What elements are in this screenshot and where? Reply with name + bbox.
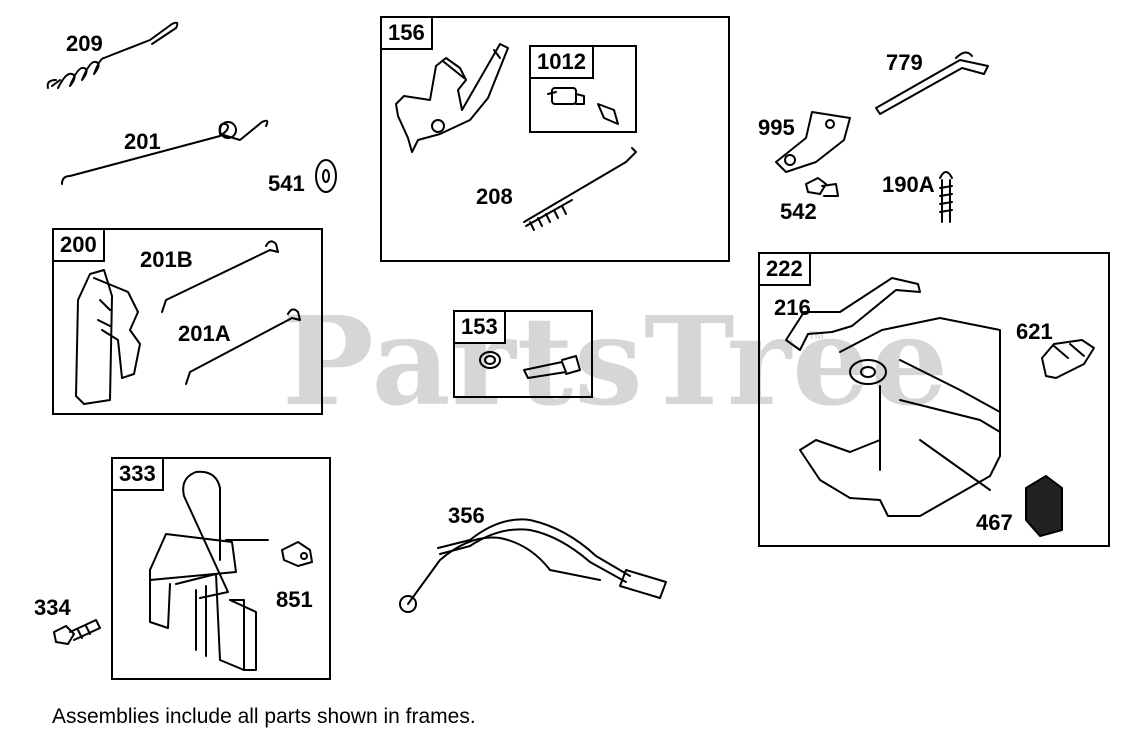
callout-201B[interactable]: 201B: [140, 247, 193, 272]
bushing-part-153[interactable]: [479, 351, 501, 369]
callout-541[interactable]: 541: [268, 171, 305, 196]
frame-tag-222[interactable]: 222: [760, 254, 811, 286]
link-part-201[interactable]: [61, 119, 269, 185]
frame-tag-156[interactable]: 156: [382, 18, 433, 50]
block-part-467[interactable]: [1025, 475, 1063, 537]
watermark: PartsTree: [282, 289, 950, 433]
bolt-part-334[interactable]: [53, 619, 101, 645]
frame-222: 222: [758, 252, 1110, 547]
screw-part-190A[interactable]: [939, 171, 953, 223]
link-part-201B[interactable]: [161, 240, 279, 313]
callout-208[interactable]: 208: [476, 184, 513, 209]
frame-tag-200[interactable]: 200: [54, 230, 105, 262]
callout-995[interactable]: 995: [758, 115, 795, 140]
frame-333: 333: [111, 457, 331, 680]
washer-part-541[interactable]: [315, 159, 337, 193]
bracket-part-156[interactable]: [395, 43, 509, 153]
callout-356[interactable]: 356: [448, 503, 485, 528]
callout-621[interactable]: 621: [1016, 319, 1053, 344]
bolt-part-542[interactable]: [805, 177, 839, 197]
panel-part-222[interactable]: [785, 277, 1001, 517]
callout-201A[interactable]: 201A: [178, 321, 231, 346]
footnote: Assemblies include all parts shown in fr…: [52, 705, 476, 728]
callout-851[interactable]: 851: [276, 587, 313, 612]
frame-tag-153[interactable]: 153: [455, 312, 506, 344]
callout-209[interactable]: 209: [66, 31, 103, 56]
clamp-part-1012[interactable]: [547, 87, 619, 125]
link-part-201A[interactable]: [185, 308, 301, 385]
callout-467[interactable]: 467: [976, 510, 1013, 535]
terminal-part-851[interactable]: [281, 541, 313, 567]
frame-200: 200: [52, 228, 323, 415]
frame-1012: 1012: [529, 45, 637, 133]
callout-201[interactable]: 201: [124, 129, 161, 154]
callout-216[interactable]: 216: [774, 295, 811, 320]
governor-part-200[interactable]: [75, 269, 141, 405]
frame-153: 153: [453, 310, 593, 398]
frame-156: 156: [380, 16, 730, 262]
clip-part-621[interactable]: [1041, 339, 1095, 379]
callout-779[interactable]: 779: [886, 50, 923, 75]
callout-190A[interactable]: 190A: [882, 172, 935, 197]
frame-tag-333[interactable]: 333: [113, 459, 164, 491]
callout-542[interactable]: 542: [780, 199, 817, 224]
harness-part-356[interactable]: [399, 518, 667, 613]
frame-tag-1012[interactable]: 1012: [531, 47, 594, 79]
link-part-779[interactable]: [875, 51, 989, 115]
rod-part-208[interactable]: [523, 147, 637, 231]
coil-part-333[interactable]: [149, 470, 269, 671]
callout-334[interactable]: 334: [34, 595, 71, 620]
bracket-part-995[interactable]: [775, 111, 851, 173]
spring-part-209[interactable]: [46, 21, 179, 89]
screw-part-153[interactable]: [523, 355, 581, 379]
